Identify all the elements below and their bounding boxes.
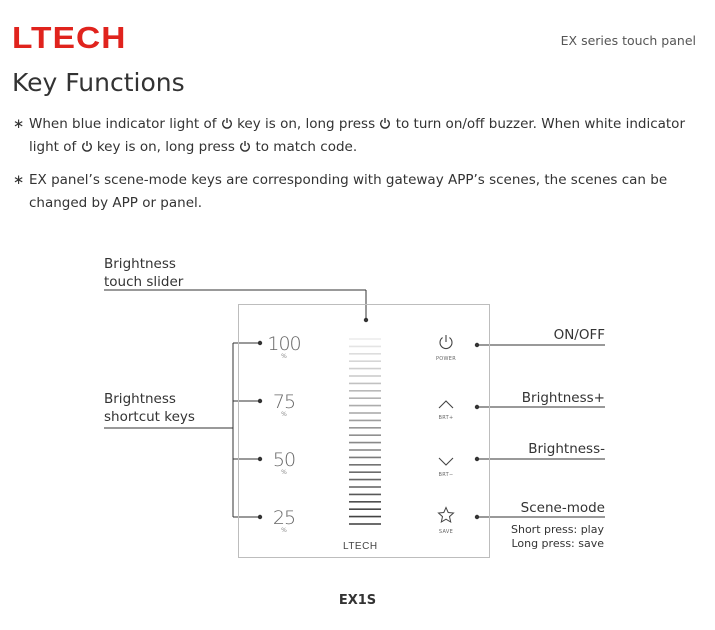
bullet: ∗ — [13, 172, 25, 188]
star-icon — [437, 506, 455, 524]
power-icon — [221, 118, 232, 129]
brightness-down-key[interactable]: BRT− — [435, 452, 457, 478]
brightness-up-key[interactable]: BRT+ — [435, 395, 457, 421]
touch-panel: 100% 75% 50% 25% POWER BRT+ BRT− SAVE LT… — [238, 304, 490, 558]
power-icon — [439, 335, 453, 350]
preset-25-key[interactable]: 25% — [272, 507, 296, 534]
label-scene-mode: Scene-mode — [520, 500, 605, 516]
label-brightness-minus: Brightness- — [528, 441, 605, 457]
scene-save-key[interactable]: SAVE — [435, 506, 457, 535]
bullet: ∗ — [13, 116, 25, 132]
page-title: Key Functions — [12, 68, 185, 97]
power-key[interactable]: POWER — [435, 333, 457, 362]
label-short-press: Short press: play — [510, 523, 604, 536]
preset-50-key[interactable]: 50% — [272, 449, 296, 476]
brand-logo: LTECH — [12, 20, 127, 55]
chevron-down-icon — [438, 457, 454, 466]
page-subtitle: EX series touch panel — [560, 33, 696, 48]
brightness-touch-slider[interactable] — [347, 337, 383, 533]
note-buzzer: ∗When blue indicator light of key is on,… — [13, 113, 703, 159]
preset-100-key[interactable]: 100% — [267, 333, 301, 360]
model-name: EX1S — [338, 593, 377, 608]
chevron-up-icon — [438, 400, 454, 409]
power-icon — [240, 141, 251, 152]
label-brightness-plus: Brightness+ — [521, 390, 605, 406]
note-scenes: ∗EX panel’s scene-mode keys are correspo… — [13, 169, 703, 215]
label-long-press: Long press: save — [511, 537, 604, 550]
preset-75-key[interactable]: 75% — [272, 391, 296, 418]
panel-logo: LTECH — [343, 541, 378, 552]
power-icon — [380, 118, 391, 129]
power-icon — [81, 141, 92, 152]
label-onoff: ON/OFF — [553, 327, 605, 343]
